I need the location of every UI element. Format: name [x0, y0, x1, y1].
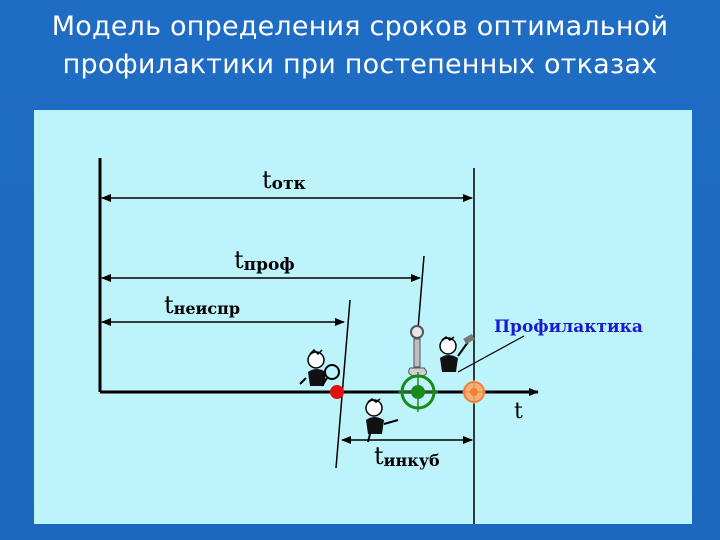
- t-inkub-label: tинкуб: [374, 442, 440, 470]
- t-inkub-sub: инкуб: [384, 451, 440, 470]
- person-with-wrench-icon: [365, 398, 399, 443]
- slide-title: Модель определения сроков оптимальной пр…: [0, 8, 720, 84]
- profilaktika-pointer-line: [457, 335, 525, 373]
- wrench-tool-icon: [408, 325, 428, 377]
- t-neispr-base: t: [164, 291, 174, 319]
- title-line-2: профилактики при постепенных отказах: [62, 49, 658, 80]
- diagram-svg: t tотк tпроф tнеиспр tинкуб Профилактика: [98, 158, 643, 524]
- diagram-panel: t tотк tпроф tнеиспр tинкуб Профилактика: [34, 110, 692, 524]
- person-with-magnifier-icon: [299, 348, 340, 387]
- t-prof-label: tпроф: [234, 246, 295, 275]
- title-line-1: Модель определения сроков оптимальной: [51, 11, 669, 42]
- t-otk-label: tотк: [262, 166, 307, 194]
- axis-t-label: t: [514, 399, 523, 424]
- t-otk-sub: отк: [272, 174, 307, 194]
- t-otk-base: t: [262, 166, 272, 194]
- person-with-hammer-icon: [439, 333, 475, 372]
- t-neispr-label: tнеиспр: [164, 291, 240, 319]
- failure-point: [462, 380, 486, 404]
- t-prof-sub: проф: [244, 255, 295, 275]
- fault-point: [330, 385, 344, 399]
- t-neispr-sub: неиспр: [174, 299, 240, 318]
- profilaktika-label: Профилактика: [494, 317, 643, 337]
- target-crosshair-icon: [398, 372, 438, 412]
- t-neispr-boundary-line: [335, 299, 351, 469]
- t-inkub-base: t: [374, 442, 384, 470]
- t-prof-base: t: [234, 246, 244, 274]
